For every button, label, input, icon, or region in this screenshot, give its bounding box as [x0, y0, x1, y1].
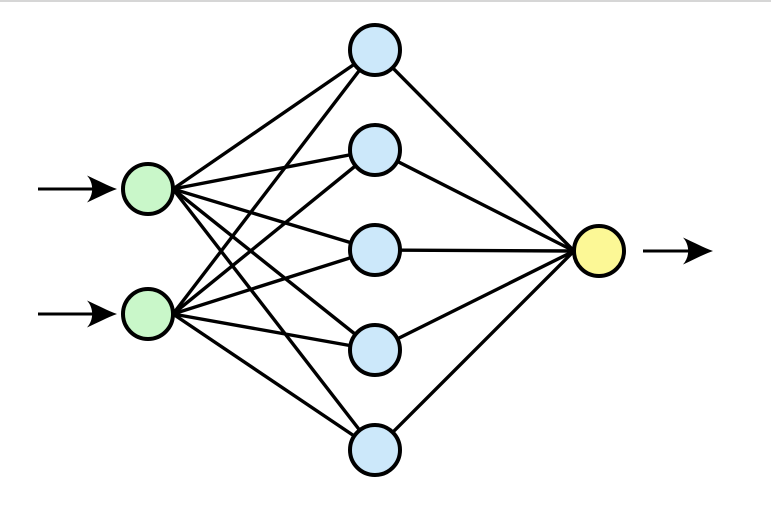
edge-in2-h2: [171, 148, 377, 316]
output-arrow: [643, 237, 713, 265]
hidden-node-3: [348, 223, 402, 277]
hidden-node-5: [348, 423, 402, 477]
edge-in1-h4: [171, 187, 377, 352]
arrows-group: [38, 175, 713, 328]
input-arrow-2-head-icon: [87, 300, 117, 328]
hidden-node-1: [348, 23, 402, 77]
edge-h3-out1: [374, 248, 575, 253]
edge-in1-h2: [172, 148, 376, 191]
edge-in2-h5: [172, 312, 376, 452]
edge-h5-out1: [373, 249, 576, 452]
input-node-1: [121, 162, 175, 216]
hidden-node-4: [348, 323, 402, 377]
nodes-group: [121, 23, 626, 477]
edge-h1-out1: [373, 48, 576, 253]
edge-h4-out1: [374, 249, 575, 352]
input-arrow-1: [38, 175, 117, 203]
edges-group: [171, 48, 576, 452]
edge-in2-h3: [172, 248, 376, 316]
input-arrow-1-head-icon: [87, 175, 117, 203]
edge-in1-h5: [171, 187, 377, 452]
edge-in2-h1: [171, 48, 377, 316]
input-node-2: [121, 287, 175, 341]
output-node-1: [572, 224, 626, 278]
edge-h2-out1: [374, 148, 575, 253]
output-arrow-head-icon: [683, 237, 713, 265]
edge-in2-h4: [172, 312, 376, 352]
hidden-node-2: [348, 123, 402, 177]
top-border-line: [0, 0, 771, 2]
input-arrow-2: [38, 300, 117, 328]
edge-in1-h3: [172, 187, 376, 252]
edge-in1-h1: [172, 48, 376, 191]
